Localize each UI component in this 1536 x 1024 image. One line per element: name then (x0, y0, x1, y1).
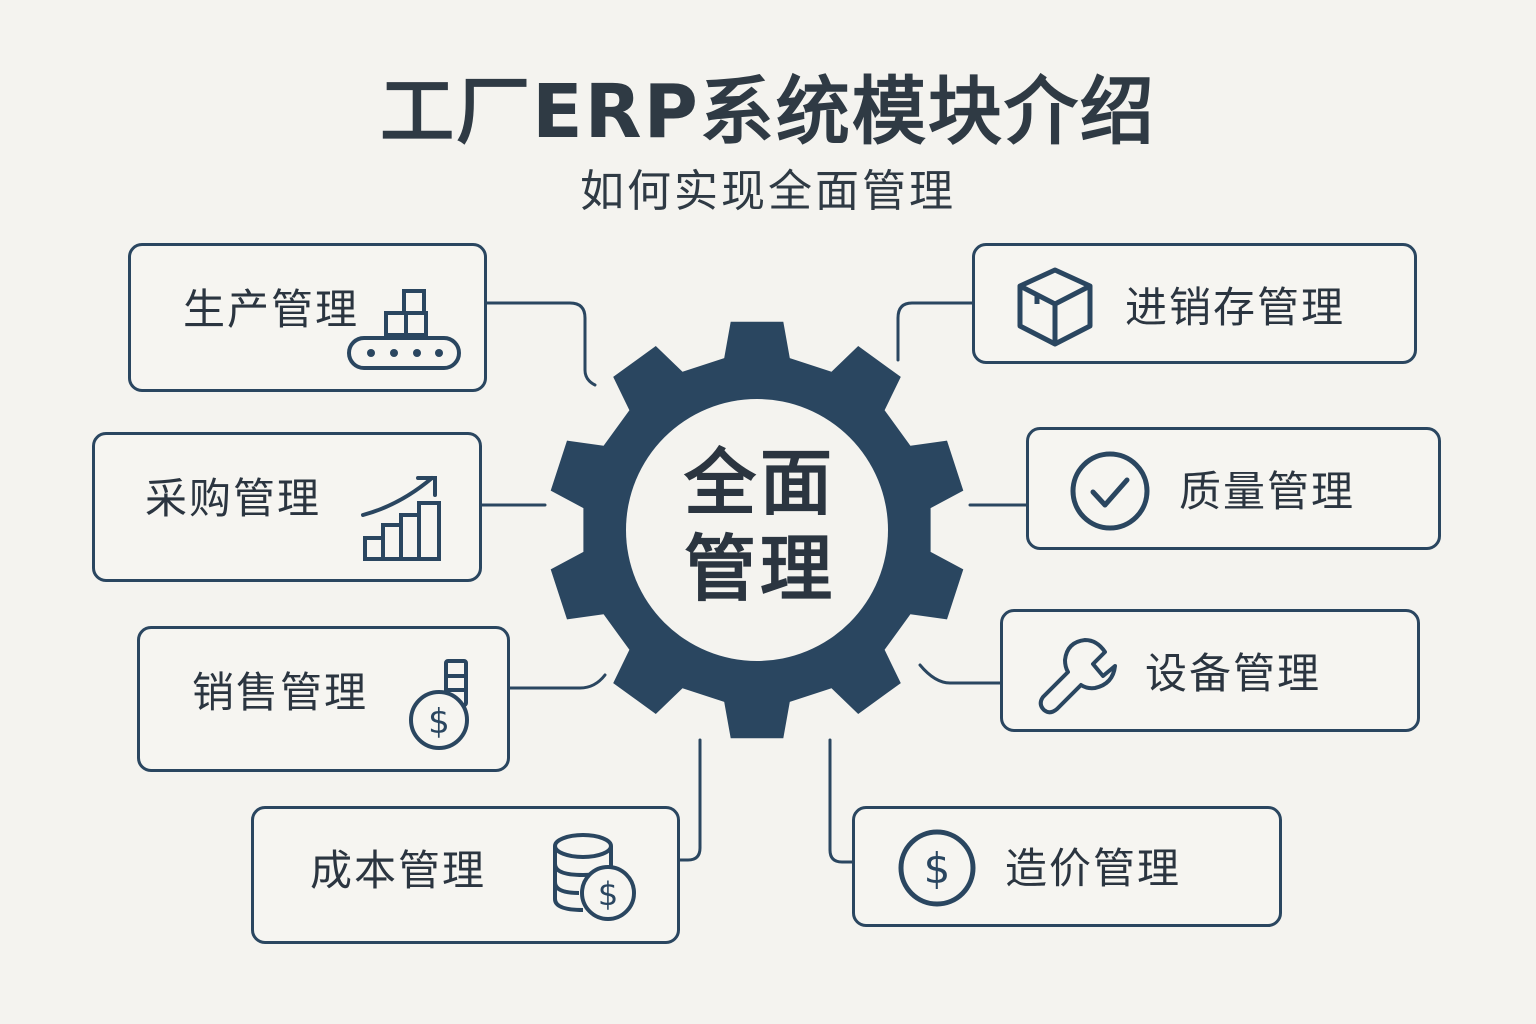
module-label: 质量管理 (1179, 467, 1356, 516)
page-title: 工厂ERP系统模块介绍 (380, 69, 1156, 155)
svg-text:$: $ (428, 702, 450, 742)
module-card-production[interactable]: 生产管理 (128, 243, 487, 392)
center-label-line2: 管理 (683, 527, 836, 611)
module-label: 采购管理 (145, 474, 322, 523)
wrench-icon (1038, 638, 1117, 715)
svg-text:$: $ (924, 844, 951, 893)
connector-sales (508, 673, 607, 690)
connector-pricing (828, 738, 854, 864)
dollar-circle-icon: $ (898, 829, 976, 907)
connector-equipment (918, 663, 1002, 685)
module-card-purchasing[interactable]: 采购管理 (92, 432, 482, 582)
connector-production (485, 301, 597, 387)
module-label: 设备管理 (1145, 649, 1322, 698)
center-label-line1: 全面 (683, 441, 836, 525)
module-label: 进销存管理 (1125, 283, 1346, 332)
connector-inventory (896, 301, 974, 362)
module-card-inventory[interactable]: 进销存管理 (972, 243, 1417, 364)
conveyor-belt-icon (347, 289, 461, 370)
connector-cost (678, 738, 702, 862)
module-label: 造价管理 (1005, 844, 1182, 893)
page-subtitle: 如何实现全面管理 (580, 166, 956, 217)
gear-icon (550, 321, 964, 739)
growth-chart-icon (361, 476, 441, 561)
coin-stack-icon: $ (409, 659, 469, 750)
database-coin-icon: $ (553, 833, 636, 921)
svg-text:$: $ (598, 875, 618, 913)
module-card-cost[interactable]: 成本管理 $ (251, 806, 680, 944)
center-label: 全面 管理 (680, 440, 840, 612)
module-label: 成本管理 (310, 846, 487, 895)
module-card-equipment[interactable]: 设备管理 (1000, 609, 1420, 732)
module-label: 销售管理 (192, 668, 369, 717)
module-card-pricing[interactable]: $ 造价管理 (852, 806, 1282, 927)
box-icon (1017, 267, 1093, 347)
module-card-quality[interactable]: 质量管理 (1026, 427, 1441, 550)
module-label: 生产管理 (183, 285, 360, 334)
check-circle-icon (1070, 451, 1150, 531)
module-card-sales[interactable]: 销售管理 $ (137, 626, 510, 772)
